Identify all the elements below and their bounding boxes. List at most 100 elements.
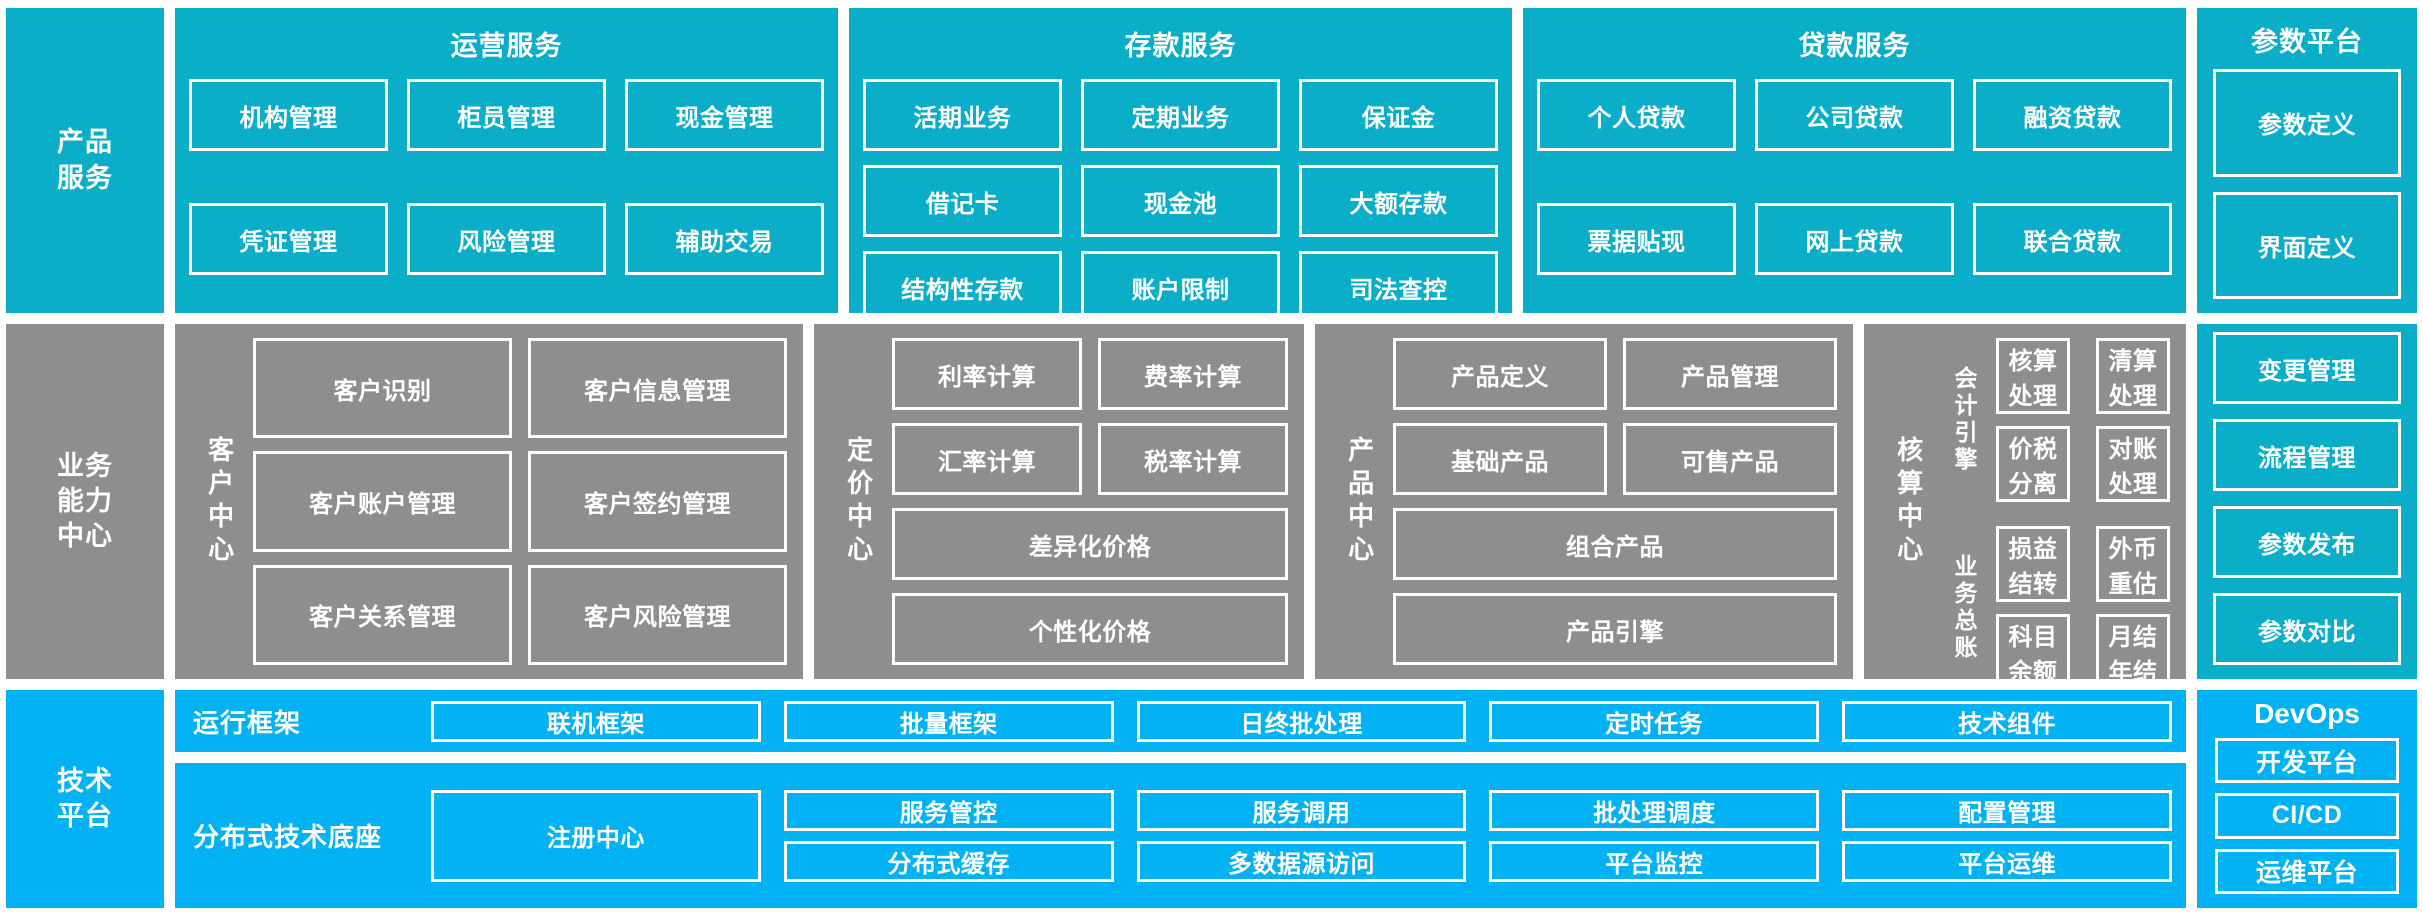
tech-tile[interactable]: 平台监控 <box>1489 840 1820 882</box>
center-tile[interactable]: 利率计算 <box>892 338 1082 410</box>
center-row: 组合产品 <box>1393 508 1837 580</box>
tech-tile[interactable]: 定时任务 <box>1489 700 1820 742</box>
service-tile[interactable]: 网上贷款 <box>1755 203 1954 275</box>
tech-cell: 配置管理 平台运维 <box>1842 789 2172 882</box>
parameter-item[interactable]: 流程管理 <box>2213 419 2401 491</box>
center-tile[interactable]: 客户识别 <box>253 338 512 439</box>
center-tile[interactable]: 汇率计算 <box>892 423 1082 495</box>
tech-tile[interactable]: 批量框架 <box>783 700 1114 742</box>
service-tile[interactable]: 风险管理 <box>407 203 606 275</box>
devops-item[interactable]: 运维平台 <box>2215 848 2399 894</box>
service-tile[interactable]: 个人贷款 <box>1537 79 1736 151</box>
center-tile[interactable]: 可售产品 <box>1623 423 1837 495</box>
accounting-subgroup-label: 业务总账 <box>1951 554 1977 662</box>
center-tile[interactable]: 损益结转 <box>1996 526 2070 602</box>
center-tile[interactable]: 月结年结 <box>2096 614 2170 690</box>
parameter-item[interactable]: 界面定义 <box>2213 191 2401 299</box>
center-tile[interactable]: 客户信息管理 <box>528 338 787 439</box>
tech-cell: 技术组件 <box>1842 700 2172 742</box>
tech-tile[interactable]: 平台运维 <box>1842 840 2172 882</box>
service-tile-grid: 机构管理 柜员管理 现金管理 凭证管理 风险管理 辅助交易 <box>189 79 824 301</box>
service-tile[interactable]: 融资贷款 <box>1973 79 2172 151</box>
center-body: 利率计算 费率计算 汇率计算 税率计算 差异化价格 个性化价格 <box>892 338 1288 665</box>
tech-tile[interactable]: 技术组件 <box>1842 700 2172 742</box>
center-row: 产品引擎 <box>1393 593 1837 665</box>
center-tile[interactable]: 外币重估 <box>2096 526 2170 602</box>
service-tile[interactable]: 现金池 <box>1081 165 1280 237</box>
tech-cell: 联机框架 <box>431 700 761 742</box>
center-tile[interactable]: 个性化价格 <box>892 593 1288 665</box>
row-label-product-service: 产品服务 <box>6 8 164 313</box>
tech-tile[interactable]: 日终批处理 <box>1136 700 1467 742</box>
center-label: 核算中心 <box>1893 435 1924 568</box>
center-tile[interactable]: 产品引擎 <box>1393 593 1837 665</box>
tech-tile[interactable]: 服务管控 <box>783 789 1114 831</box>
tech-tile[interactable]: 多数据源访问 <box>1136 840 1467 882</box>
service-tile[interactable]: 凭证管理 <box>189 203 388 275</box>
tech-cell: 批量框架 <box>783 700 1114 742</box>
accounting-subgroups: 会计引擎 核算处理 清算处理 价税分离 对账处理 <box>1942 338 2170 690</box>
service-tile[interactable]: 联合贷款 <box>1973 203 2172 275</box>
service-group-title: 贷款服务 <box>1798 31 1911 61</box>
center-tile[interactable]: 客户风险管理 <box>528 564 787 665</box>
center-tile[interactable]: 基础产品 <box>1393 423 1607 495</box>
center-tile[interactable]: 客户账户管理 <box>253 451 512 552</box>
service-tile[interactable]: 柜员管理 <box>407 79 606 151</box>
service-tile[interactable]: 司法查控 <box>1299 251 1498 323</box>
tech-tile[interactable]: 批处理调度 <box>1489 789 1820 831</box>
parameter-item[interactable]: 参数对比 <box>2213 593 2401 665</box>
parameter-platform-title: 参数平台 <box>2251 27 2363 57</box>
service-tile[interactable]: 票据贴现 <box>1537 203 1736 275</box>
center-tile[interactable]: 费率计算 <box>1098 338 1288 410</box>
center-row: 核算处理 清算处理 <box>1996 338 2170 414</box>
service-tile[interactable]: 定期业务 <box>1081 79 1280 151</box>
band-business-capability: 业务能力中心 客户中心 客户识别 客户信息管理 客户账户管理 客户签约管理 客户… <box>6 324 2417 690</box>
center-tile[interactable]: 价税分离 <box>1996 426 2070 502</box>
tech-tile[interactable]: 注册中心 <box>431 789 761 882</box>
center-tile[interactable]: 组合产品 <box>1393 508 1837 580</box>
service-tile[interactable]: 结构性存款 <box>863 251 1062 323</box>
tech-tile[interactable]: 分布式缓存 <box>783 840 1114 882</box>
band-technical-platform: 技术平台 运行框架 联机框架 批量框架 日终批处理 定时任务 <box>6 690 2417 908</box>
service-tile[interactable]: 机构管理 <box>189 79 388 151</box>
parameter-item[interactable]: 变更管理 <box>2213 332 2401 404</box>
technical-platform-rows: 运行框架 联机框架 批量框架 日终批处理 定时任务 技术组件 <box>175 690 2186 908</box>
center-tile[interactable]: 客户签约管理 <box>528 451 787 552</box>
center-label: 客户中心 <box>204 435 235 568</box>
center-tile[interactable]: 科目余额 <box>1996 614 2070 690</box>
service-tile[interactable]: 借记卡 <box>863 165 1062 237</box>
accounting-subgroup-ledger: 业务总账 损益结转 外币重估 科目余额 月结年结 <box>1942 526 2170 690</box>
center-tile[interactable]: 差异化价格 <box>892 508 1288 580</box>
tech-tile[interactable]: 联机框架 <box>431 700 761 742</box>
service-tile[interactable]: 活期业务 <box>863 79 1062 151</box>
business-capability-centers: 客户中心 客户识别 客户信息管理 客户账户管理 客户签约管理 客户关系管理 客户… <box>175 324 2186 690</box>
center-tile[interactable]: 客户关系管理 <box>253 564 512 665</box>
devops-item[interactable]: 开发平台 <box>2215 738 2399 784</box>
service-tile[interactable]: 大额存款 <box>1299 165 1498 237</box>
center-product: 产品中心 产品定义 产品管理 基础产品 可售产品 组合产品 产品引擎 <box>1315 324 1853 679</box>
center-row: 差异化价格 <box>892 508 1288 580</box>
tech-tile[interactable]: 服务调用 <box>1136 789 1467 831</box>
service-tile[interactable]: 辅助交易 <box>625 203 824 275</box>
center-row: 客户识别 客户信息管理 <box>253 338 787 439</box>
tech-row-label: 运行框架 <box>193 707 302 738</box>
devops-item[interactable]: CI/CD <box>2215 793 2399 839</box>
center-tile[interactable]: 产品管理 <box>1623 338 1837 410</box>
service-tile[interactable]: 保证金 <box>1299 79 1498 151</box>
parameter-platform-bottom: 变更管理 流程管理 参数发布 参数对比 <box>2197 324 2417 679</box>
service-tile[interactable]: 现金管理 <box>625 79 824 151</box>
center-tile[interactable]: 税率计算 <box>1098 423 1288 495</box>
center-row: 汇率计算 税率计算 <box>892 423 1288 495</box>
service-tile[interactable]: 公司贷款 <box>1755 79 1954 151</box>
center-tile[interactable]: 产品定义 <box>1393 338 1607 410</box>
center-row: 价税分离 对账处理 <box>1996 426 2170 502</box>
parameter-item[interactable]: 参数定义 <box>2213 69 2401 177</box>
parameter-item[interactable]: 参数发布 <box>2213 506 2401 578</box>
tech-tile[interactable]: 配置管理 <box>1842 789 2172 831</box>
center-tile[interactable]: 对账处理 <box>2096 426 2170 502</box>
service-group-operations: 运营服务 机构管理 柜员管理 现金管理 凭证管理 风险管理 辅助交易 <box>175 8 838 313</box>
center-tile[interactable]: 清算处理 <box>2096 338 2170 414</box>
center-tile[interactable]: 核算处理 <box>1996 338 2070 414</box>
service-tile[interactable]: 账户限制 <box>1081 251 1280 323</box>
